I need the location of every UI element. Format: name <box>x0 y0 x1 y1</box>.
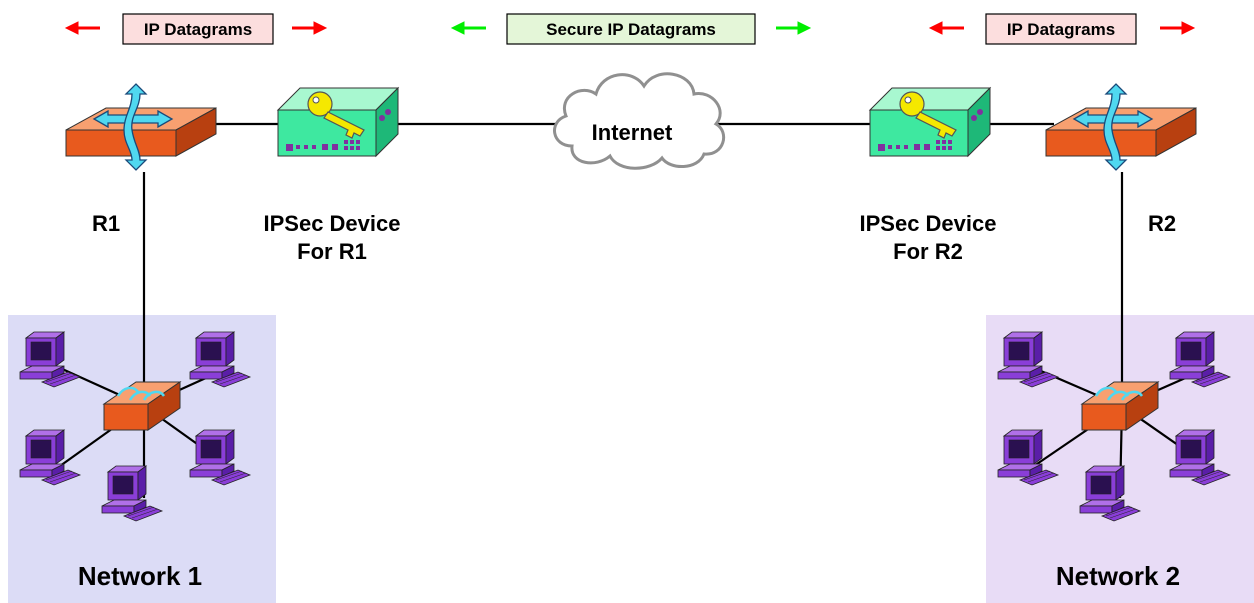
banner-ip-datagrams-left: IP Datagrams <box>64 13 328 45</box>
arrow-right-icon <box>774 20 812 36</box>
ipsec-r2-label-line2: For R2 <box>893 239 963 264</box>
ipsec-r1-label-line2: For R1 <box>297 239 367 264</box>
router-r2-label: R2 <box>1148 211 1176 236</box>
ipsec-r2-label-line1: IPSec Device <box>860 211 997 236</box>
banner-secure-ip-datagrams: Secure IP Datagrams <box>450 13 812 45</box>
router-icon <box>1045 83 1197 171</box>
ipsec-device-icon <box>277 87 399 157</box>
banner-left-text: IP Datagrams <box>144 20 252 39</box>
router-icon <box>65 83 217 171</box>
arrow-right-icon <box>290 20 328 36</box>
internet-label: Internet <box>592 120 673 145</box>
router-r1-label: R1 <box>92 211 120 236</box>
network-2: Network 2 <box>997 331 1231 591</box>
network-1: Network 1 <box>19 331 251 591</box>
network-1-label: Network 1 <box>78 561 202 591</box>
ipsec-device-icon <box>869 87 991 157</box>
arrow-left-icon <box>928 20 966 36</box>
arrow-right-icon <box>1158 20 1196 36</box>
banner-center-text: Secure IP Datagrams <box>546 20 716 39</box>
ipsec-r1-label-line1: IPSec Device <box>264 211 401 236</box>
arrow-left-icon <box>64 20 102 36</box>
network-2-label: Network 2 <box>1056 561 1180 591</box>
banner-right-text: IP Datagrams <box>1007 20 1115 39</box>
arrow-left-icon <box>450 20 488 36</box>
banner-ip-datagrams-right: IP Datagrams <box>928 13 1196 45</box>
